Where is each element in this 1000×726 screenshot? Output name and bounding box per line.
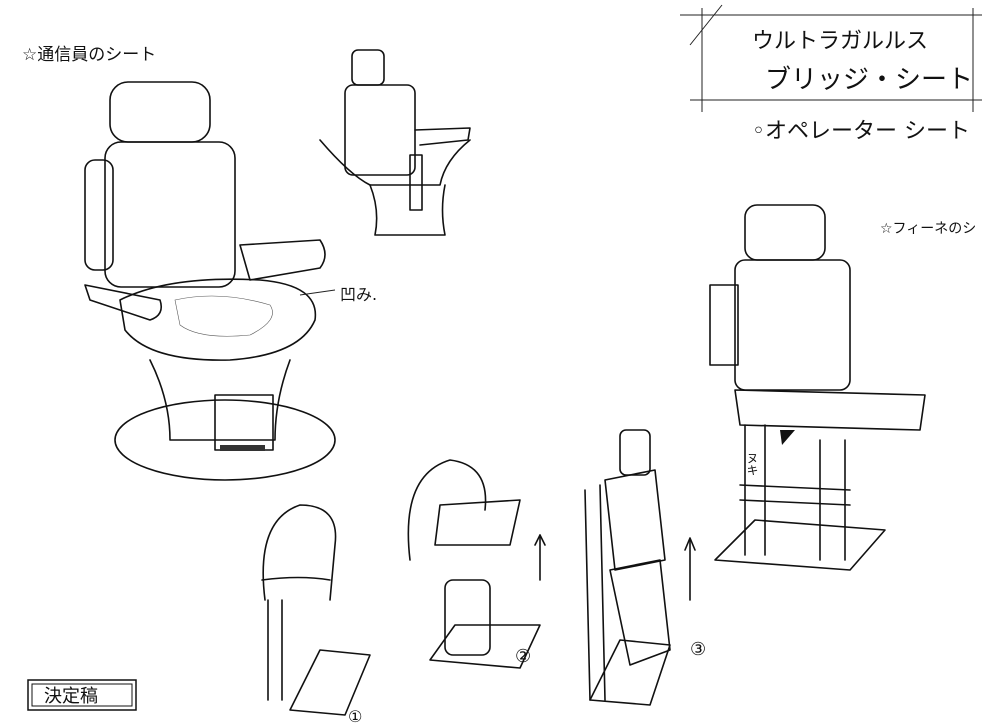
final-draft-label: 決定稿 — [44, 686, 98, 707]
step-2-drawing: ② — [407, 459, 546, 669]
operator-seat-label: ◦オペレーター シート — [752, 119, 970, 144]
step-1-drawing: ① — [261, 504, 371, 726]
dent-note: 凹み. — [340, 285, 377, 304]
comm-seat-drawing — [84, 81, 336, 481]
final-draft-stamp: 決定稿 — [27, 679, 137, 711]
fine-seat-drawing: ヌキ — [709, 204, 926, 571]
step-3-drawing: ③ — [584, 429, 706, 706]
fine-seat-label: ☆フィーネのシ — [880, 221, 976, 237]
title-line-2: ブリッジ・シート — [765, 65, 973, 95]
step-3-label: ③ — [690, 639, 706, 660]
back-view-seat-drawing — [319, 49, 471, 236]
nuki-label: ヌキ — [745, 452, 759, 476]
step-1-label: ① — [348, 707, 362, 726]
step-2-label: ② — [515, 646, 531, 667]
title-line-1: ウルトラガルルス — [752, 29, 928, 54]
comm-seat-label: ☆通信員のシート — [22, 45, 156, 65]
title-box: ウルトラガルルス ブリッジ・シート ◦オペレーター シート — [680, 4, 982, 144]
